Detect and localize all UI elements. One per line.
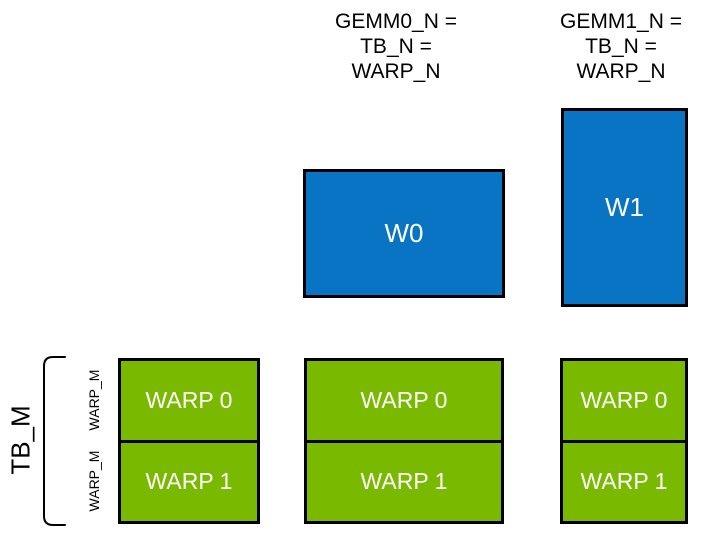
warp-cell: WARP 0: [563, 361, 685, 440]
tb-m-dimension-label: TB_M: [5, 405, 36, 475]
warp-column-right: WARP 0 WARP 1: [560, 358, 688, 524]
warp-column-middle: WARP 0 WARP 1: [304, 358, 504, 524]
warp-cell-label: WARP 1: [580, 468, 668, 495]
w0-operand-tile: W0: [303, 169, 505, 298]
warp-cell: WARP 1: [307, 439, 501, 521]
warp-cell: WARP 0: [307, 361, 501, 440]
gemm1-dimension-label-line3: WARP_N: [576, 60, 666, 83]
warp-cell-label: WARP 0: [145, 386, 233, 413]
warp-cell-label: WARP 0: [360, 386, 448, 413]
w1-operand-tile: W1: [561, 108, 688, 307]
warp-cell: WARP 1: [563, 439, 685, 521]
warp-cell-label: WARP 0: [580, 386, 668, 413]
warp-cell-label: WARP 1: [360, 468, 448, 495]
warp-column-left: WARP 0 WARP 1: [118, 358, 260, 524]
warp-m-dimension-label-bottom: WARP_M: [86, 450, 102, 512]
gemm1-dimension-label-line1: GEMM1_N =: [560, 10, 682, 33]
gemm0-dimension-label-line2: TB_N =: [360, 35, 432, 58]
warp-m-dimension-label-top: WARP_M: [86, 369, 102, 431]
gemm1-dimension-label-line2: TB_N =: [585, 35, 657, 58]
gemm1-dimension-label: GEMM1_N = TB_N = WARP_N: [536, 9, 706, 84]
warp-cell-label: WARP 1: [145, 468, 233, 495]
warp-cell: WARP 0: [121, 361, 257, 440]
warp-cell: WARP 1: [121, 439, 257, 521]
gemm0-dimension-label-line3: WARP_N: [351, 60, 441, 83]
tb-m-bracket: [43, 356, 66, 526]
w0-operand-tile-label: W0: [384, 218, 424, 248]
gemm0-dimension-label-line1: GEMM0_N =: [335, 10, 457, 33]
w1-operand-tile-label: W1: [605, 192, 644, 222]
gemm0-dimension-label: GEMM0_N = TB_N = WARP_N: [311, 9, 481, 84]
